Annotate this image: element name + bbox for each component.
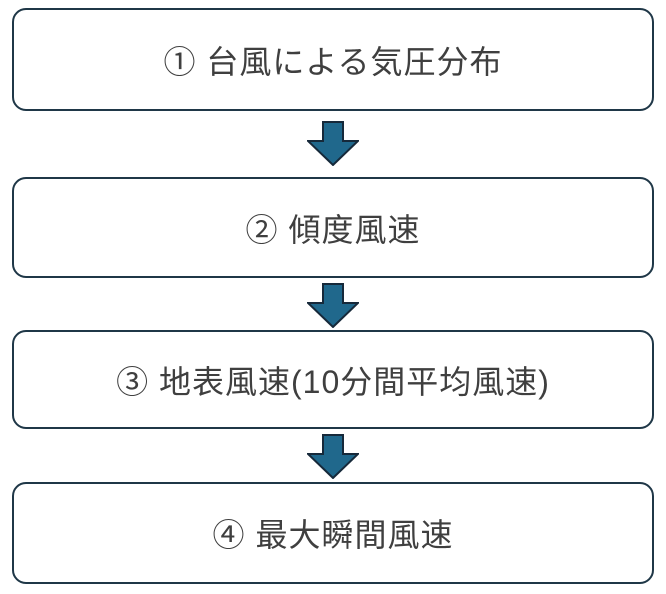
- flow-step-1: ① 台風による気圧分布: [12, 8, 654, 111]
- down-arrow-icon: [307, 434, 359, 479]
- flow-step-3-label: ③ 地表風速(10分間平均風速): [116, 363, 550, 400]
- flow-step-2: ② 傾度風速: [12, 177, 654, 278]
- flow-step-4-label: ④ 最大瞬間風速: [212, 517, 454, 553]
- flow-step-1-label: ① 台風による気圧分布: [163, 43, 503, 80]
- down-arrow-icon: [307, 121, 359, 166]
- flow-step-4: ④ 最大瞬間風速: [12, 482, 654, 584]
- flow-step-2-label: ② 傾度風速: [245, 211, 421, 248]
- down-arrow-icon: [307, 283, 359, 328]
- flow-step-3: ③ 地表風速(10分間平均風速): [12, 330, 654, 429]
